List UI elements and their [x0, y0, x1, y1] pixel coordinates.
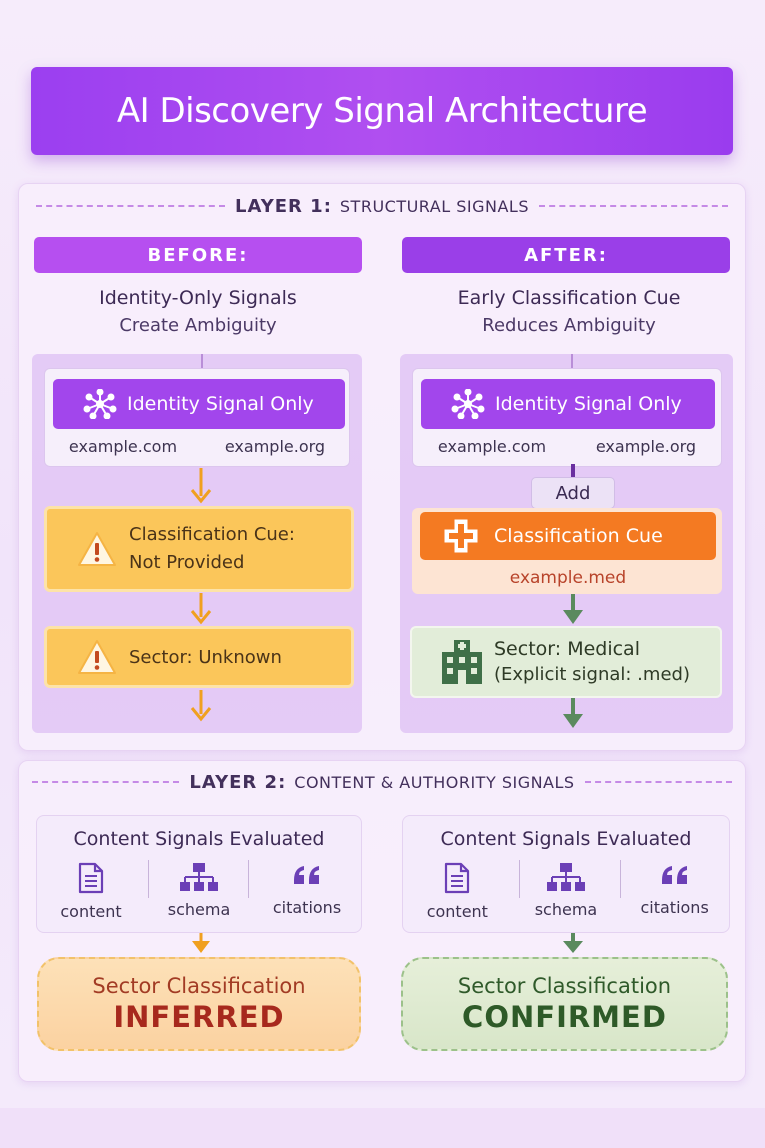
before-header: BEFORE: [34, 237, 362, 273]
after-identity-card: Identity Signal Only example.com example… [412, 368, 722, 467]
left-content-card: Content Signals Evaluated content [36, 815, 362, 933]
result-confirmed: Sector Classification CONFIRMED [401, 957, 728, 1051]
arrow-down-icon [563, 933, 583, 953]
domain-org: example.org [224, 437, 326, 456]
content-item: content [38, 862, 145, 921]
layer1-header: LAYER 1: STRUCTURAL SIGNALS [26, 194, 738, 218]
after-subtitle: Early Classification Cue Reduces Ambigui… [457, 287, 681, 336]
network-node-icon [83, 389, 117, 419]
right-content-card: Content Signals Evaluated content [402, 815, 730, 933]
before-domains: example.com example.org [45, 429, 349, 456]
citations-item: citations [621, 862, 729, 921]
after-identity-label: Identity Signal Only [495, 393, 682, 415]
title-banner: AI Discovery Signal Architecture [31, 67, 733, 155]
result-inferred-value: INFERRED [113, 1000, 285, 1034]
left-content-title: Content Signals Evaluated [73, 828, 325, 850]
layer1-label-rest: STRUCTURAL SIGNALS [339, 196, 529, 216]
schema-item: schema [146, 862, 253, 921]
medical-cross-icon [444, 519, 478, 553]
quote-icon [661, 866, 687, 884]
after-sector: Sector: Medical (Explicit signal: .med) [410, 626, 722, 698]
after-sector-line1: Sector: Medical [494, 638, 640, 660]
before-identity-card: Identity Signal Only example.com example… [44, 368, 350, 467]
before-cue-line2: Not Provided [129, 552, 245, 573]
after-header: AFTER: [402, 237, 730, 273]
before-sector-label: Sector: Unknown [129, 646, 282, 668]
warning-icon [78, 532, 116, 566]
arrow-down-icon [190, 690, 212, 722]
domain-com: example.com [68, 437, 178, 456]
arrow-down-icon [563, 698, 583, 728]
schema-item: schema [512, 862, 620, 921]
before-identity-bar: Identity Signal Only [53, 379, 345, 429]
before-identity-label: Identity Signal Only [127, 393, 314, 415]
result-inferred: Sector Classification INFERRED [37, 957, 361, 1051]
domain-org: example.org [595, 437, 697, 456]
result-confirmed-label: Sector Classification [457, 974, 672, 998]
quote-icon [294, 866, 319, 884]
document-icon [445, 862, 470, 894]
layer1-label-bold: LAYER 1: [235, 195, 332, 217]
layer2-header: LAYER 2: CONTENT & AUTHORITY SIGNALS [22, 770, 742, 794]
before-classification-cue: Classification Cue: Not Provided [44, 506, 354, 592]
domain-com: example.com [437, 437, 547, 456]
hospital-building-icon [442, 640, 482, 684]
add-chip: Add [531, 477, 615, 509]
arrow-down-icon [563, 594, 583, 624]
page-title: AI Discovery Signal Architecture [116, 91, 648, 131]
before-sector: Sector: Unknown [44, 626, 354, 688]
arrow-down-icon [192, 933, 210, 953]
hierarchy-icon [546, 863, 585, 891]
warning-icon [78, 640, 116, 674]
arrow-down-icon [190, 468, 212, 504]
before-cue-line1: Classification Cue: [129, 524, 295, 545]
after-classification-cue: Classification Cue example.med [412, 508, 722, 594]
hierarchy-icon [180, 863, 218, 891]
before-subtitle: Identity-Only Signals Create Ambiguity [99, 287, 297, 336]
network-node-icon [451, 389, 485, 419]
after-domains: example.com example.org [413, 429, 721, 456]
after-identity-bar: Identity Signal Only [421, 379, 715, 429]
after-cue-bar: Classification Cue [420, 512, 716, 560]
arrow-down-icon [190, 593, 212, 625]
result-confirmed-value: CONFIRMED [462, 1000, 667, 1034]
layer2-label-rest: CONTENT & AUTHORITY SIGNALS [294, 772, 575, 792]
document-icon [78, 862, 104, 894]
after-cue-domain: example.med [509, 568, 627, 588]
after-sector-line2: (Explicit signal: .med) [494, 664, 690, 685]
layer2-label-bold: LAYER 2: [189, 771, 287, 793]
right-content-title: Content Signals Evaluated [440, 828, 692, 850]
after-cue-label: Classification Cue [494, 525, 663, 547]
citations-item: citations [254, 862, 361, 921]
result-inferred-label: Sector Classification [92, 974, 306, 998]
content-item: content [404, 862, 512, 921]
